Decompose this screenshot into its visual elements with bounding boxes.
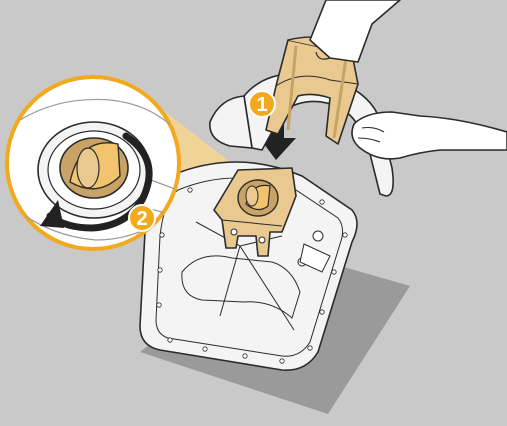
step-2-badge: 2	[129, 205, 155, 231]
step-2-number: 2	[136, 208, 147, 230]
step-1-badge: 1	[249, 91, 275, 117]
step-1-number: 1	[256, 94, 267, 116]
hand-icon	[310, 0, 400, 62]
hand-icon	[352, 112, 507, 159]
